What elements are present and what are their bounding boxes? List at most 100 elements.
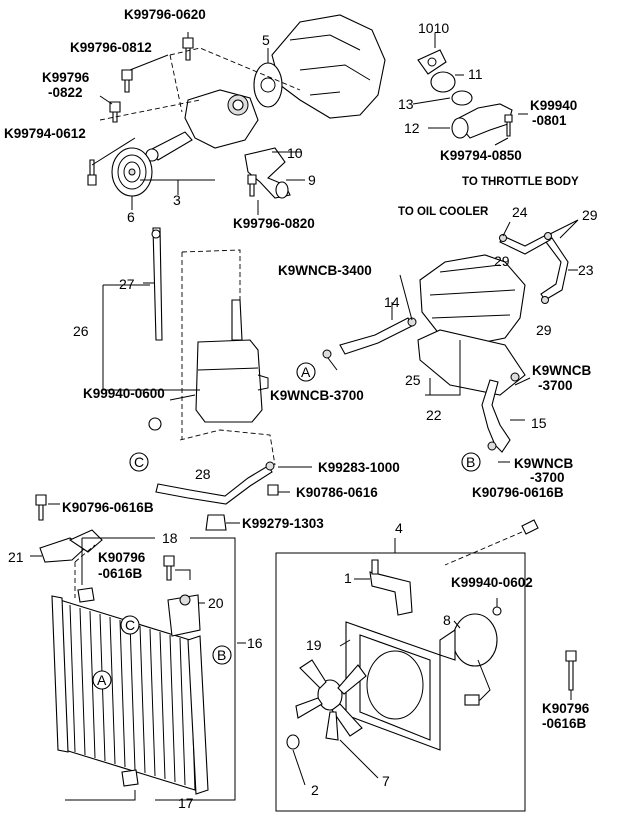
- ref-2: 2: [311, 782, 319, 798]
- bolt-icon: [163, 555, 175, 581]
- ref-1: 1: [344, 570, 352, 586]
- gasket-5: [253, 62, 283, 108]
- bolt-icon: [35, 494, 47, 521]
- fan-motor-8: [439, 613, 498, 706]
- fan-assembly-box: [275, 552, 526, 812]
- bolt-icon: [521, 519, 539, 535]
- water-pump-group: [87, 14, 386, 215]
- intake-manifold: [419, 254, 526, 346]
- pulley-6: [111, 147, 153, 197]
- label-k99283-1000: K99283-1000: [318, 460, 400, 475]
- ref-11: 11: [468, 66, 483, 82]
- label-k90786-0616: K90786-0616: [296, 485, 378, 500]
- bolt-icon: [121, 69, 133, 93]
- ref-29-right: 29: [536, 322, 552, 338]
- ref-26: 26: [73, 323, 89, 339]
- note-to-throttle-body: TO THROTTLE BODY: [462, 176, 579, 188]
- connector-c-left: C: [129, 452, 149, 472]
- connector-c-radiator: C: [120, 615, 140, 635]
- hose-14: [339, 317, 413, 355]
- radiator-group: [30, 494, 246, 801]
- ring-13: [451, 90, 473, 106]
- radiator-fins: [69, 604, 186, 786]
- bolt-icon: [87, 159, 97, 186]
- label-k99796-0822-line1: K99796: [42, 70, 90, 85]
- ref-28: 28: [195, 466, 211, 482]
- ref-16: 16: [247, 635, 263, 651]
- ref-6: 6: [127, 209, 135, 225]
- label-k90796-0616b-top: K90796-0616B: [472, 485, 564, 500]
- thermostat-11: [430, 71, 456, 93]
- label-k99940-0801-line2: -0801: [532, 113, 567, 128]
- svg-text:C: C: [125, 617, 135, 633]
- label-k9wncb-3700-lower-line1: K9WNCB: [514, 456, 573, 471]
- nut-2-icon: [286, 734, 300, 750]
- label-k99794-0612: K99794-0612: [4, 126, 86, 141]
- clamp-29-icon: [499, 234, 507, 242]
- bolt-icon: [109, 101, 121, 123]
- bolt-icon: [565, 650, 577, 691]
- ref-25: 25: [405, 372, 421, 388]
- label-k90796-0616b-mid-line1: K90796: [98, 550, 146, 565]
- mount-17: [121, 769, 139, 787]
- label-k9wncb-3700-right-line2: -3700: [538, 378, 573, 393]
- ref-29-top: 29: [582, 207, 598, 223]
- label-k99940-0600: K99940-0600: [83, 386, 165, 401]
- ref-17: 17: [178, 795, 194, 811]
- label-k9wncb-3700-right-line1: K9WNCB: [532, 363, 591, 378]
- label-k90796-0616b-mid-line2: -0616B: [98, 566, 143, 581]
- reservoir-group: [102, 227, 312, 531]
- label-k9wncb-3700-left: K9WNCB-3700: [270, 388, 364, 403]
- svg-text:B: B: [217, 647, 226, 663]
- ref-18: 18: [162, 530, 178, 546]
- bolt-icon: [267, 484, 279, 496]
- ref-1010: 1010: [418, 20, 449, 36]
- label-k99794-0850: K99794-0850: [440, 148, 522, 163]
- dipstick-27: [152, 227, 163, 341]
- label-k90796-0616b-br-line2: -0616B: [542, 716, 587, 731]
- label-k90796-0616b-br-line1: K90796: [542, 701, 590, 716]
- label-k9wncb-3400: K9WNCB-3400: [278, 263, 372, 278]
- ref-7: 7: [382, 773, 390, 789]
- ref-29-left: 29: [494, 253, 510, 269]
- ref-24: 24: [512, 204, 528, 220]
- ref-15: 15: [531, 415, 547, 431]
- bracket-21: [39, 537, 86, 563]
- ref-10: 10: [287, 145, 303, 161]
- gasket-1010: [417, 49, 447, 75]
- ref-3: 3: [173, 192, 181, 208]
- bracket-1: [369, 571, 413, 616]
- ref-22: 22: [426, 407, 442, 423]
- thermostat-group: [412, 33, 528, 146]
- ref-20: 20: [208, 595, 224, 611]
- label-k9wncb-3700-lower-line2: -3700: [530, 470, 565, 485]
- ref-9: 9: [308, 172, 316, 188]
- label-k99796-0620: K99796-0620: [124, 7, 206, 22]
- connector-b-right: B: [461, 452, 481, 472]
- hose-28: [155, 465, 273, 505]
- bolt-icon: [504, 114, 513, 137]
- label-k99796-0820: K99796-0820: [233, 216, 315, 231]
- clamp-29-icon: [544, 232, 552, 240]
- label-k99796-0822-line2: -0822: [48, 85, 83, 100]
- ref-13: 13: [398, 96, 414, 112]
- bolt-icon: [247, 174, 257, 197]
- hose-24: [499, 233, 551, 255]
- cap-icon: [205, 514, 227, 531]
- hose-23: [540, 237, 569, 301]
- label-k99940-0602: K99940-0602: [451, 575, 533, 590]
- hose-15: [481, 379, 511, 453]
- ref-23: 23: [578, 262, 594, 278]
- clamp-29-icon: [541, 296, 549, 304]
- clamp-icon: [407, 317, 417, 327]
- ref-14: 14: [384, 294, 400, 310]
- clamp-icon: [487, 441, 497, 451]
- clamp-icon: [265, 461, 275, 471]
- ref-4: 4: [395, 520, 403, 536]
- label-k99940-0801-line1: K99940: [530, 98, 577, 113]
- intake-manifold-group: [322, 219, 579, 463]
- label-k99279-1303: K99279-1303: [242, 516, 324, 531]
- connector-a-left: A: [296, 362, 316, 382]
- clamp-icon: [510, 372, 520, 382]
